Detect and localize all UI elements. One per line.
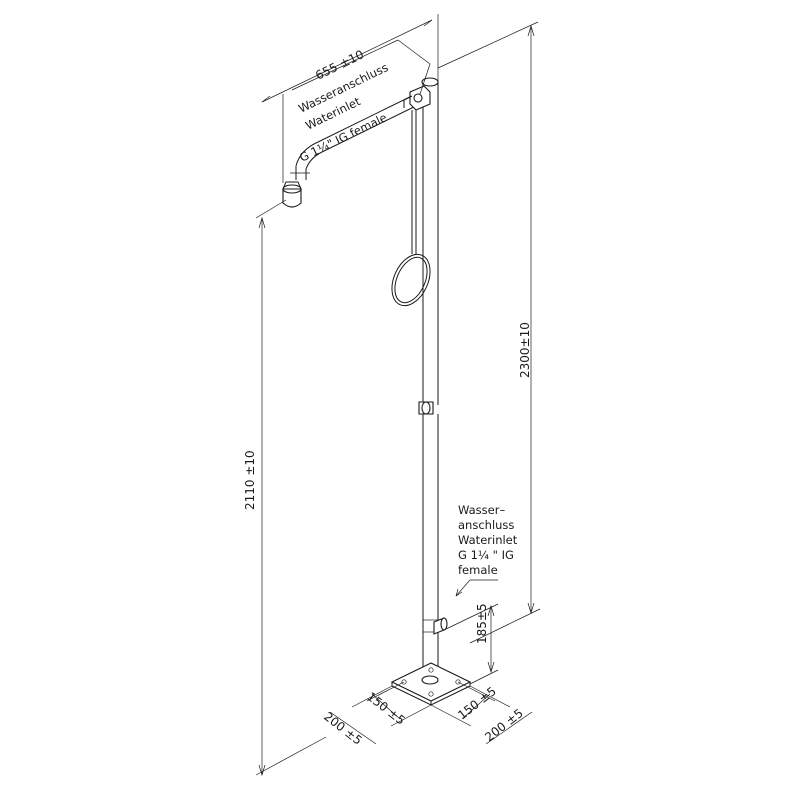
column-coupling bbox=[418, 401, 434, 415]
dim-total-height: 2300±10 bbox=[437, 21, 541, 644]
dim-plate-width-right-label: 200 ±5 bbox=[482, 706, 526, 744]
column-upper bbox=[421, 77, 439, 405]
bottom-inlet-line4: G 1¼ " IG bbox=[458, 548, 514, 562]
dim-inlet-height: 185±5 bbox=[443, 603, 499, 685]
dim-head-height-label: 2110 ±10 bbox=[243, 450, 257, 510]
bottom-inlet-line5: female bbox=[458, 563, 498, 577]
bottom-inlet-stub bbox=[433, 617, 448, 635]
valve-body bbox=[403, 85, 431, 111]
shower-arm bbox=[290, 91, 423, 180]
dim-plate-hole-left-label: 150 ±5 bbox=[364, 689, 408, 727]
bottom-inlet-note: Wasser– anschluss Waterinlet G 1¼ " IG f… bbox=[455, 503, 518, 597]
shower-head bbox=[282, 181, 302, 208]
dim-plate-width-left-label: 200 ±5 bbox=[321, 709, 365, 747]
dim-inlet-height-label: 185±5 bbox=[475, 603, 489, 644]
pull-rod bbox=[411, 110, 417, 254]
column-lower bbox=[422, 414, 439, 688]
bottom-inlet-line3: Waterinlet bbox=[458, 533, 518, 547]
base-plate bbox=[390, 662, 472, 706]
pull-ring bbox=[391, 253, 431, 307]
bottom-inlet-line1: Wasser– bbox=[458, 503, 505, 517]
dim-total-height-label: 2300±10 bbox=[518, 322, 532, 378]
bottom-inlet-line2: anschluss bbox=[458, 518, 514, 532]
dim-head-height: 2110 ±10 bbox=[243, 199, 327, 777]
